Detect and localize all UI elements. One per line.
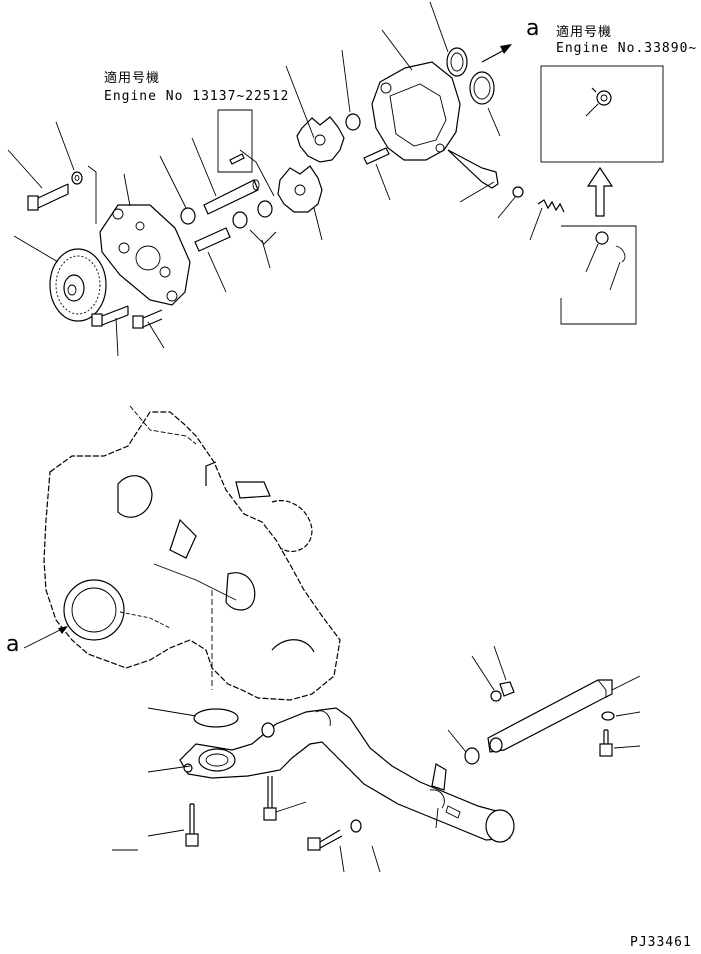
arrow-into-case	[23, 626, 68, 649]
oil-suction-pipe	[179, 707, 515, 843]
bolt-strainer-left	[185, 803, 199, 847]
dowel-pin	[363, 147, 390, 165]
bolt-clamp	[307, 829, 343, 851]
bracket-washer	[490, 690, 502, 702]
pump-cover-plate	[99, 204, 191, 306]
washer-left	[71, 171, 83, 185]
bushing-3	[257, 200, 273, 218]
valve-spring	[537, 199, 565, 213]
valve-washer	[512, 186, 524, 198]
engine-serial-note-right: Engine No.33890~	[556, 41, 698, 56]
block-arrow	[586, 166, 614, 217]
pump-gear-lower	[277, 165, 323, 213]
bracket-washer-right	[601, 711, 615, 721]
bolt-lower-2	[132, 309, 163, 329]
o-ring-1	[446, 47, 468, 77]
engine-serial-note-left: Engine No 13137~22512	[104, 89, 290, 104]
detail-marker-lower: a	[6, 632, 20, 657]
pipe-clamp	[431, 763, 447, 791]
key-bracket	[217, 109, 253, 173]
figure-code: PJ33461	[630, 935, 692, 950]
bushing-2	[232, 211, 248, 229]
bolt-strainer-right	[263, 776, 277, 821]
arrow-to-detail-a	[481, 44, 512, 63]
engine-case	[43, 405, 341, 701]
leader-lines-upper	[7, 1, 621, 357]
bolt-left-upper	[27, 183, 69, 211]
relief-valve-body	[447, 149, 499, 189]
bracket-bolt-right	[599, 729, 613, 757]
shaft-upper	[203, 179, 260, 215]
detail-box-upper	[540, 65, 664, 163]
leader-lines-lower	[112, 645, 641, 873]
bracket-nut	[499, 681, 515, 697]
bushing-1	[180, 207, 196, 225]
washer-clamp	[350, 819, 362, 833]
pump-gear-upper	[296, 116, 345, 163]
detail-marker-upper: a	[526, 16, 540, 41]
bushing-4	[345, 113, 361, 131]
applicable-label-left: 適用号機	[104, 71, 161, 86]
strainer-o-ring	[193, 708, 239, 728]
pump-drive-gear	[49, 248, 107, 322]
applicable-label-right: 適用号機	[556, 25, 613, 40]
support-bracket	[487, 679, 613, 753]
pump-body	[371, 61, 461, 161]
bolt-lower-1	[91, 305, 129, 327]
o-ring-2	[469, 71, 495, 105]
detail-box-lower	[560, 225, 637, 325]
bracket-spacer	[464, 747, 480, 765]
shaft-lower	[194, 227, 231, 252]
